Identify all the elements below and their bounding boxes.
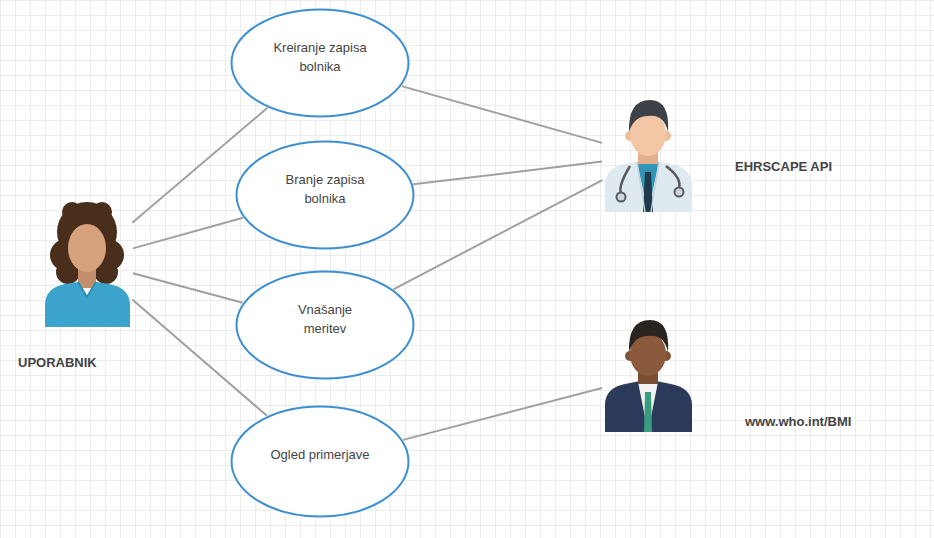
- ellipse-shape: [237, 142, 414, 249]
- association-line: [133, 218, 243, 249]
- user-figure: [45, 202, 130, 327]
- text-wrap: Branje zapisa bolnika: [275, 170, 375, 208]
- association-line: [413, 162, 602, 185]
- actor: www.who.int/BMI: [605, 320, 692, 432]
- text-wrap: Vnašanje meritev: [285, 300, 365, 338]
- ellipse-shape: [232, 407, 409, 517]
- association-line: [133, 273, 243, 303]
- text-wrap: Ogled primerjave: [271, 445, 370, 464]
- use-case-ellipse: Kreiranje zapisa bolnika: [230, 8, 410, 118]
- business-figure: [605, 320, 692, 432]
- actor: EHRSCAPE API: [605, 100, 692, 212]
- association-line: [393, 180, 602, 289]
- text-wrap: Kreiranje zapisa bolnika: [264, 38, 376, 76]
- doctor-figure: [605, 100, 692, 212]
- use-case-text: Branje zapisa bolnika: [275, 170, 375, 208]
- ellipse-shape: [232, 10, 409, 117]
- actor-label: EHRSCAPE API: [735, 159, 832, 174]
- use-case-text: Kreiranje zapisa bolnika: [264, 38, 376, 76]
- association-line: [403, 388, 602, 440]
- use-case-text: Vnašanje meritev: [285, 300, 365, 338]
- actor-label: www.who.int/BMI: [745, 414, 851, 429]
- use-case-ellipse: Vnašanje meritev: [235, 270, 415, 380]
- use-case-ellipse: Ogled primerjave: [230, 405, 410, 518]
- use-case-ellipse: Branje zapisa bolnika: [235, 140, 415, 250]
- actor-label: UPORABNIK: [18, 355, 97, 370]
- association-line: [402, 86, 602, 143]
- ellipse-shape: [237, 272, 414, 379]
- actor: UPORABNIK: [45, 195, 130, 327]
- use-case-text: Ogled primerjave: [271, 445, 370, 464]
